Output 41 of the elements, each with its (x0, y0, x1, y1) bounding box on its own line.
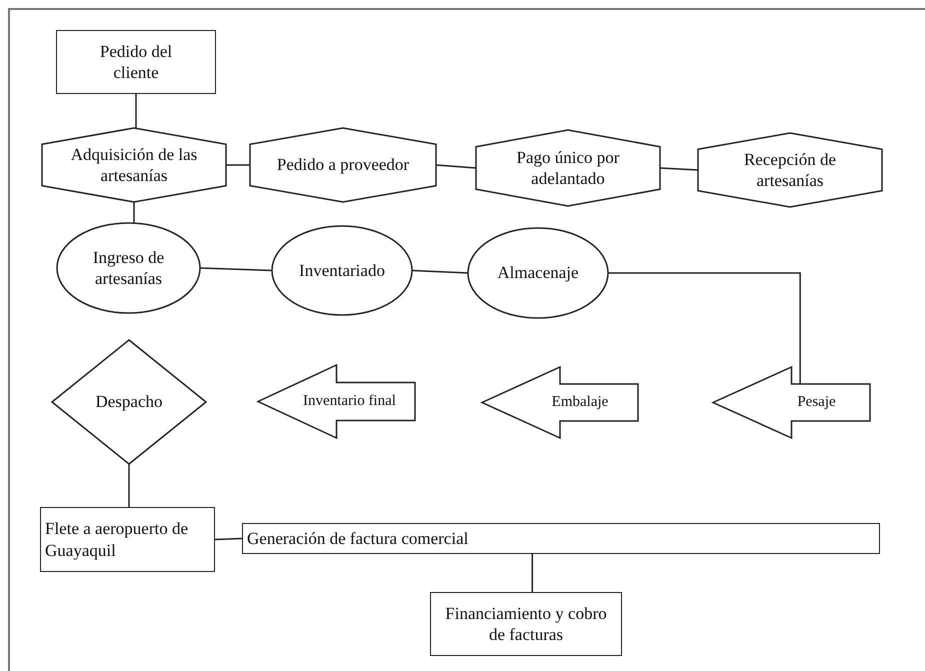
process-box (430, 592, 622, 656)
process-box (242, 523, 880, 554)
node-label: Adquisición de las artesanías (70, 144, 198, 186)
ellipse-shape (272, 226, 412, 315)
hexagon-shape (250, 128, 436, 202)
node-label: Despacho (94, 391, 164, 413)
connector-line (128, 464, 130, 507)
process-box (40, 507, 215, 572)
hexagon-shape (42, 128, 226, 202)
connector-line (608, 272, 801, 384)
node-label: Inventariado (298, 260, 386, 282)
connector-line (226, 164, 250, 166)
connector-line (133, 202, 135, 223)
node-label: Recepción de artesanías (742, 148, 838, 192)
node-label: Generación de factura comercial (246, 528, 470, 550)
left-arrow-shape (258, 365, 415, 438)
hexagon-shape (476, 130, 660, 206)
connector-line (660, 167, 698, 171)
process-box (56, 30, 216, 94)
connector-line (200, 267, 272, 272)
node-label: Pedido del cliente (98, 40, 174, 84)
node-label: Flete a aeropuerto de Guayaquil (44, 518, 190, 561)
decision-diamond (52, 340, 206, 464)
ellipse-shape (57, 223, 200, 313)
node-label: Pesaje (796, 393, 836, 412)
connector-line (532, 554, 534, 592)
node-label: Inventario final (302, 392, 396, 411)
connector-line (214, 538, 242, 540)
connector-line (436, 164, 476, 169)
node-label: Almacenaje (496, 262, 580, 284)
left-arrow-shape (713, 367, 870, 438)
node-label: Pedido a proveedor (276, 154, 410, 176)
node-label: Ingreso de artesanías (92, 246, 166, 290)
node-label: Embalaje (550, 393, 608, 412)
hexagon-shape (698, 133, 882, 207)
connector-line (412, 270, 468, 274)
left-arrow-shape (482, 367, 638, 438)
node-label: Pago único por adelantado (516, 146, 620, 190)
connector-line (135, 94, 137, 128)
ellipse-shape (468, 228, 608, 318)
node-label: Financiamiento y cobro de facturas (444, 602, 608, 646)
